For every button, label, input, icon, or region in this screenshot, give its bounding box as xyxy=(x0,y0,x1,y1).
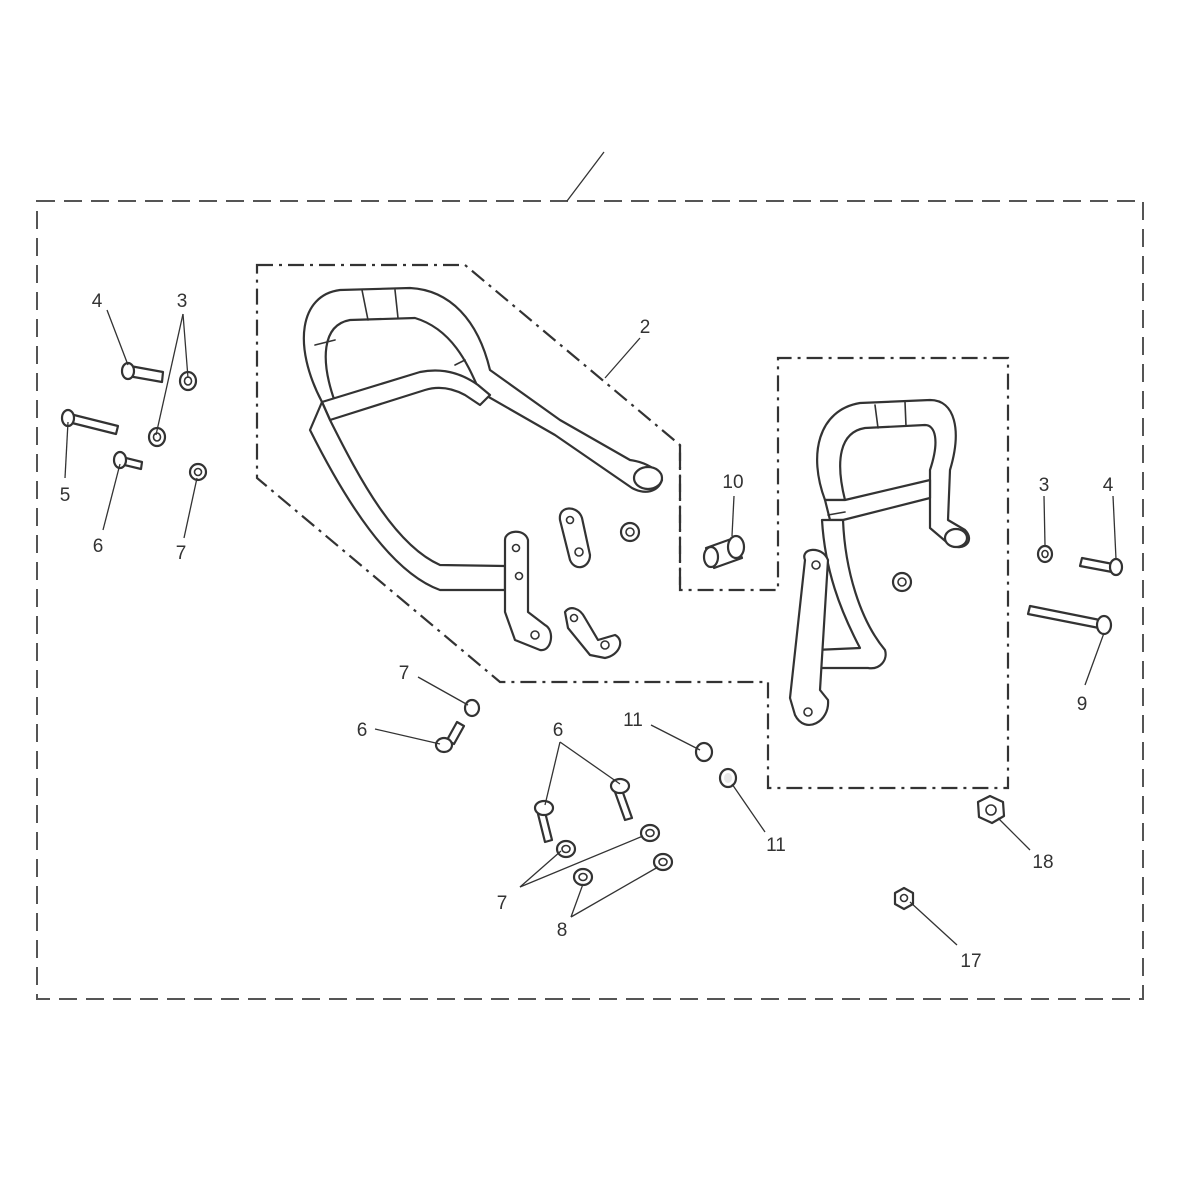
callout-6: 6 xyxy=(93,536,104,557)
callout-7: 7 xyxy=(497,893,508,914)
callout-9: 9 xyxy=(1077,694,1088,715)
callout-8: 8 xyxy=(557,920,568,941)
washer-7-lower-left xyxy=(555,839,577,859)
cap-11-lower xyxy=(718,767,738,789)
washer-8-lower-left xyxy=(572,867,594,887)
callout-6: 6 xyxy=(553,720,564,741)
callout-7: 7 xyxy=(176,543,187,564)
washer-7-lower-right xyxy=(639,823,661,843)
mounting-bracket-upper xyxy=(558,507,592,569)
callout-5: 5 xyxy=(60,485,71,506)
bolt-4-left xyxy=(120,361,165,384)
callout-10: 10 xyxy=(722,472,743,493)
spacer-10 xyxy=(702,534,746,570)
kit-outline xyxy=(36,200,1144,1000)
bolt-6-left xyxy=(112,450,144,471)
nut-right-group xyxy=(891,571,913,593)
leader-lines xyxy=(64,309,1117,946)
callout-11: 11 xyxy=(623,710,643,731)
callout-6: 6 xyxy=(357,720,368,741)
callout-2: 2 xyxy=(640,317,651,338)
nut-17 xyxy=(893,886,915,911)
nut-18 xyxy=(976,794,1006,825)
bolt-6-lower-right xyxy=(609,777,634,822)
callout-4: 4 xyxy=(1103,475,1114,496)
bolt-6-center xyxy=(434,720,466,754)
callout-17: 17 xyxy=(960,951,981,972)
callout-7: 7 xyxy=(399,663,410,684)
mounting-bracket-lower xyxy=(563,607,622,660)
washer-7-center xyxy=(463,698,481,718)
washer-7-left xyxy=(188,462,208,482)
callout-3: 3 xyxy=(177,291,188,312)
washer-3-right xyxy=(1036,544,1054,564)
kit-leader-line xyxy=(566,151,605,202)
callout-labels: 2 3 4 5 6 7 3 4 9 10 7 6 11 11 6 7 8 18 … xyxy=(60,291,1114,972)
crash-bar-left xyxy=(302,286,664,652)
washer-8-lower-right xyxy=(652,852,674,872)
bolt-4-right xyxy=(1078,556,1124,577)
callout-11: 11 xyxy=(766,835,786,856)
callout-18: 18 xyxy=(1032,852,1053,873)
callout-4: 4 xyxy=(92,291,103,312)
callout-3: 3 xyxy=(1039,475,1050,496)
cap-11-upper xyxy=(694,741,714,763)
crash-bar-right xyxy=(788,398,971,726)
nut-left-group xyxy=(619,521,641,543)
bolt-9-right xyxy=(1026,604,1113,636)
bolt-5-left xyxy=(60,408,120,436)
bolt-6-lower-left xyxy=(533,799,555,844)
